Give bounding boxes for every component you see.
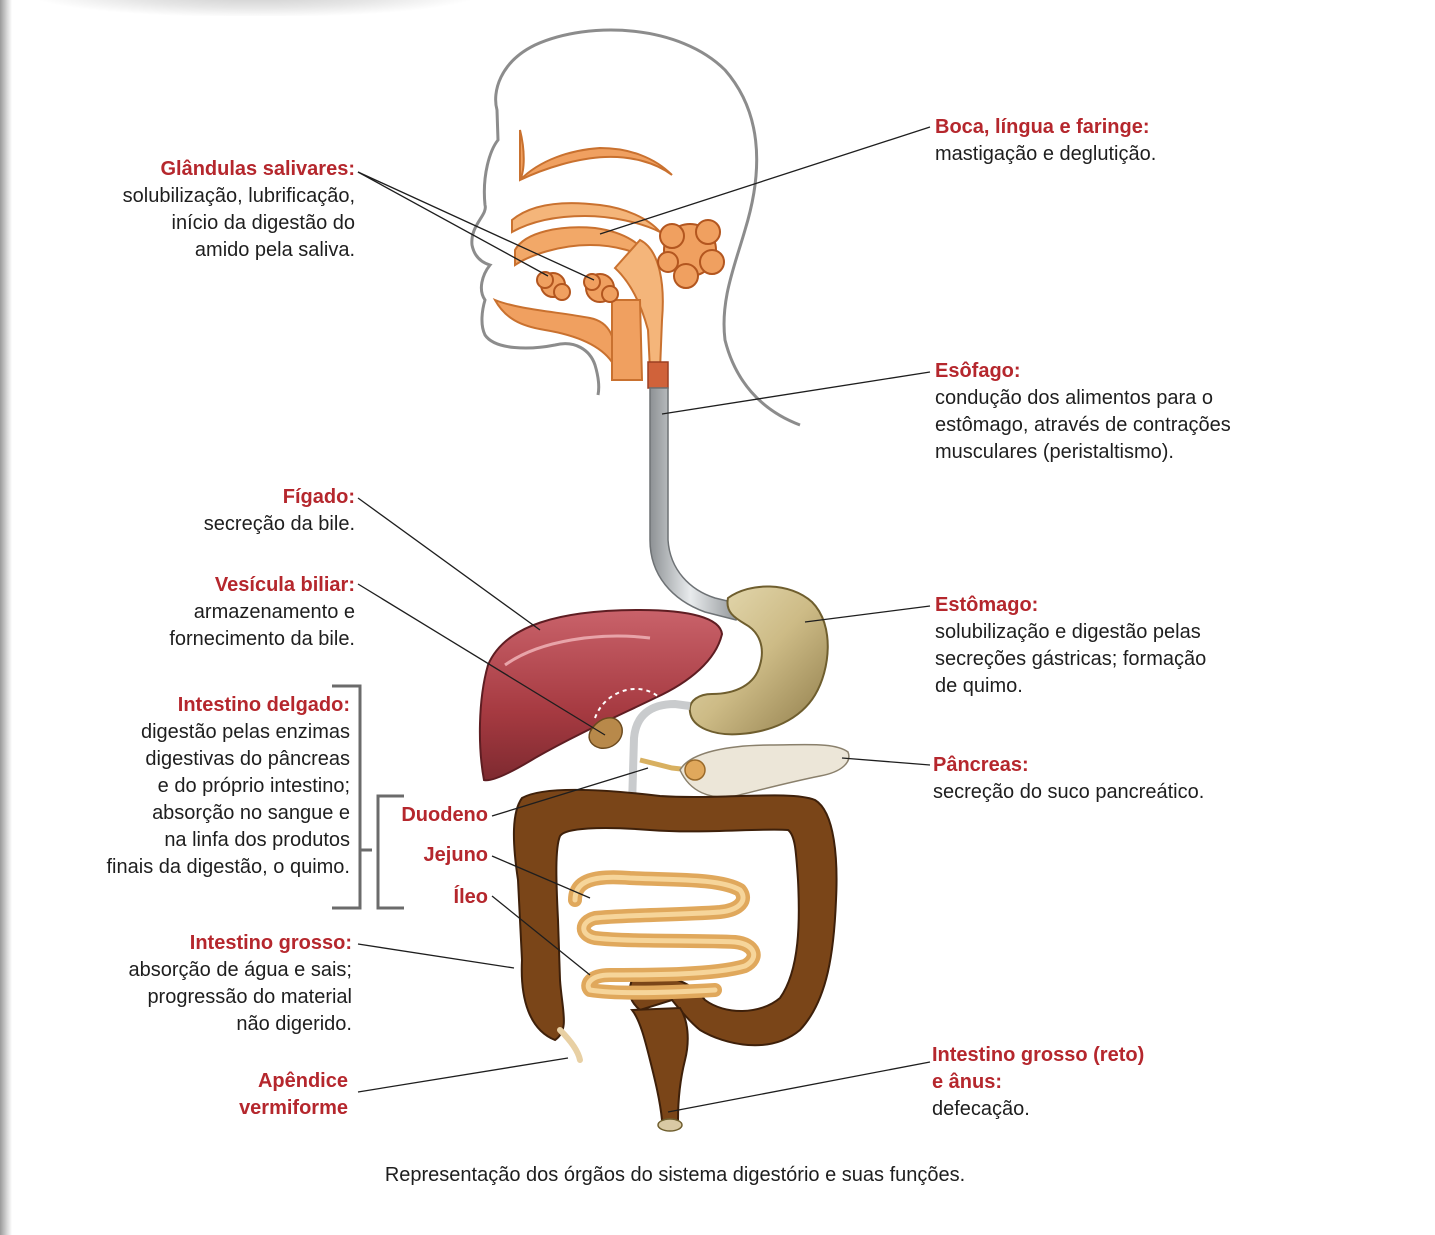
label-jejuno: Jejuno (423, 844, 488, 866)
label-glandulas-salivares: Glândulas salivares: solubilização, lubr… (60, 156, 355, 264)
label-delgado-desc: digestão pelas enzimas digestivas do pân… (106, 721, 351, 878)
leader-lines (357, 126, 931, 1113)
figure-caption: Representação dos órgãos do sistema dige… (384, 1164, 966, 1186)
label-vesicula-desc: armazenamento e fornecimento da bile. (169, 601, 355, 650)
label-reto-desc: defecação. (932, 1098, 1030, 1120)
label-intestino-grosso: Intestino grosso: absorção de água e sai… (60, 930, 353, 1038)
label-figado-title: Fígado: (282, 486, 355, 508)
pancreas-head-nodule (684, 759, 706, 781)
esophagus-top-rings (647, 361, 669, 389)
bile-duct-outline (594, 688, 661, 719)
label-figado: Fígado: secreção da bile. (100, 484, 355, 538)
label-vesicula-title: Vesícula biliar: (214, 574, 355, 596)
label-grosso-desc: absorção de água e sais; progressão do m… (128, 959, 353, 1035)
label-vesicula-biliar: Vesícula biliar: armazenamento e forneci… (100, 572, 355, 653)
stomach (688, 585, 829, 736)
gallbladder (588, 717, 623, 749)
jaw-tissue (492, 298, 615, 365)
label-ileo: Íleo (453, 886, 488, 908)
label-estomago-title: Estômago: (935, 594, 1039, 616)
label-reto-title: Intestino grosso (reto) e ânus: (932, 1044, 1145, 1093)
anus (657, 1118, 683, 1132)
label-estomago-desc: solubilização e digestão pelas secreções… (935, 621, 1207, 697)
bile-duct (628, 699, 691, 806)
label-estomago: Estômago: solubilização e digestão pelas… (935, 592, 1295, 700)
liver-highlight (504, 634, 651, 667)
label-pancreas: Pâncreas: secreção do suco pancreático. (933, 752, 1293, 806)
label-esofago-title: Esôfago: (935, 360, 1021, 382)
label-esofago: Esôfago: condução dos alimentos para o e… (935, 358, 1315, 466)
label-reto: Intestino grosso (reto) e ânus: defecaçã… (932, 1042, 1262, 1123)
label-pancreas-title: Pâncreas: (933, 754, 1029, 776)
label-boca-desc: mastigação e deglutição. (935, 143, 1157, 165)
label-figado-desc: secreção da bile. (203, 513, 355, 535)
label-boca: Boca, língua e faringe: mastigação e deg… (935, 114, 1265, 168)
label-apendice: Apêndice vermiforme (120, 1068, 348, 1122)
label-glandulas-desc: solubilização, lubrificação, início da d… (122, 185, 355, 261)
page-edge-shadow (0, 0, 12, 1235)
nasal-cavity (519, 129, 673, 182)
label-duodeno: Duodeno (401, 804, 488, 826)
rectum (629, 1006, 689, 1121)
label-pancreas-desc: secreção do suco pancreático. (933, 781, 1205, 803)
head-outline (470, 28, 801, 427)
top-smudge (40, 0, 470, 16)
label-grosso-title: Intestino grosso: (189, 932, 352, 954)
label-delgado-title: Intestino delgado: (177, 694, 350, 716)
label-glandulas-title: Glândulas salivares: (160, 158, 355, 180)
label-intestino-delgado: Intestino delgado: digestão pelas enzima… (40, 692, 351, 881)
label-apendice-title: Apêndice vermiforme (239, 1070, 348, 1119)
small-intestine-core (572, 874, 757, 996)
esophagus (649, 387, 741, 621)
intestine-brackets (332, 684, 404, 910)
appendix (557, 1027, 583, 1063)
larynx (611, 299, 644, 381)
label-esofago-desc: condução dos alimentos para o estômago, … (935, 387, 1231, 463)
liver (478, 608, 724, 782)
salivary-glands (536, 219, 725, 303)
label-boca-title: Boca, língua e faringe: (935, 116, 1150, 138)
